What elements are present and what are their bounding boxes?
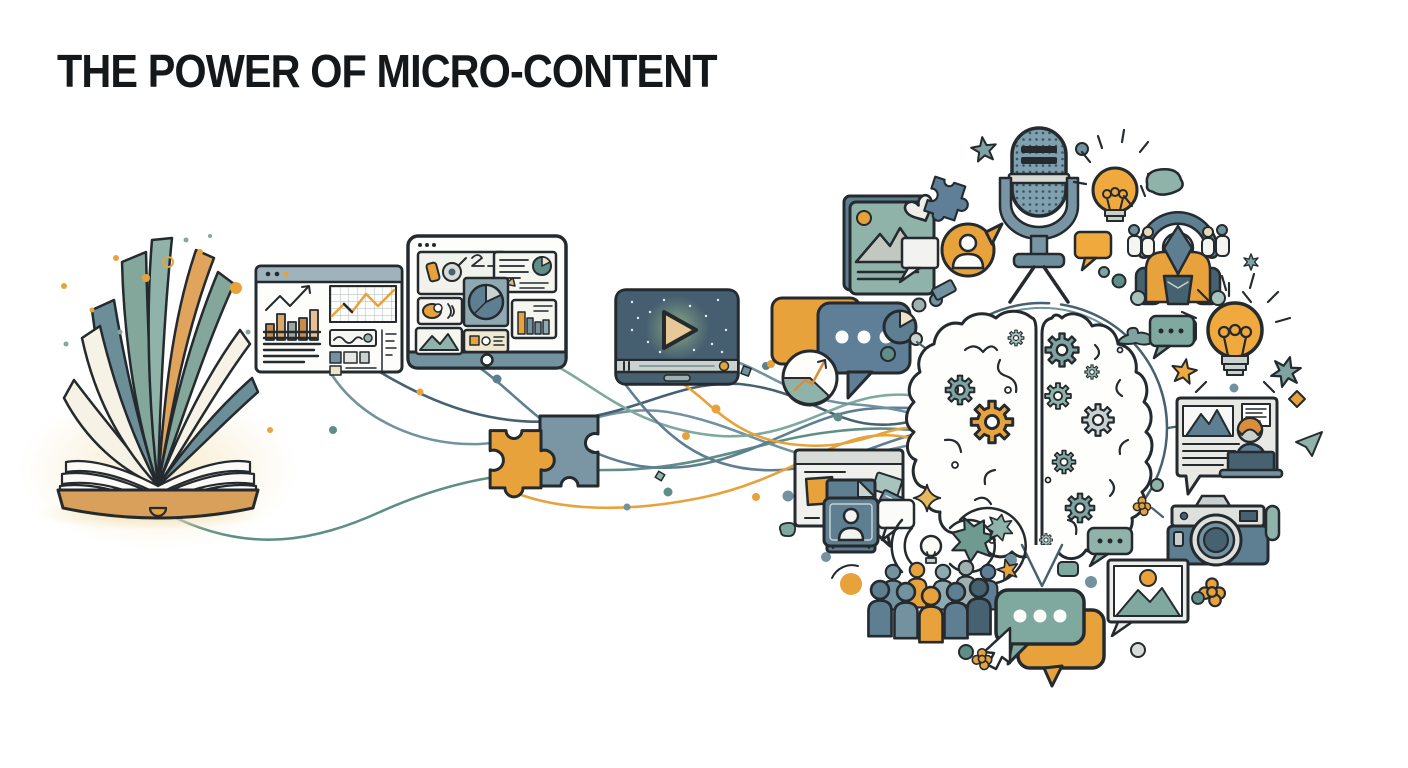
puzzle-pieces-icon bbox=[488, 414, 600, 499]
dot bbox=[1191, 591, 1205, 605]
mountains-icon bbox=[1115, 587, 1181, 617]
star-icon bbox=[1268, 352, 1304, 392]
side-people bbox=[1127, 224, 1230, 257]
speech-bubble-teal-icon bbox=[1086, 526, 1134, 568]
camera-icon bbox=[1132, 478, 1281, 567]
signal-chart-icon bbox=[781, 349, 839, 407]
article-card-icon bbox=[1175, 396, 1323, 496]
gear-icon bbox=[969, 399, 1015, 445]
dot bbox=[1085, 576, 1097, 588]
analytics-browser-icon bbox=[254, 264, 404, 376]
dashboard-tablet-icon bbox=[406, 234, 568, 370]
star-icon bbox=[968, 134, 999, 164]
open-book-icon bbox=[18, 234, 298, 550]
pie-chart-icon bbox=[880, 293, 943, 362]
note-bubble-icon bbox=[900, 236, 940, 270]
sparkle-icon bbox=[1243, 253, 1259, 271]
dot bbox=[1229, 383, 1239, 393]
brain-icon bbox=[905, 301, 1182, 588]
play-icon bbox=[662, 310, 698, 350]
video-player-icon bbox=[614, 288, 740, 386]
microphone-icon bbox=[998, 126, 1127, 304]
window-buttons-icon bbox=[265, 271, 289, 277]
sun-icon bbox=[856, 210, 872, 226]
rays bbox=[1180, 272, 1292, 394]
blob-shape bbox=[1145, 167, 1184, 196]
sun-icon bbox=[1139, 569, 1157, 587]
speech-bubble-teal-icon bbox=[1148, 314, 1197, 360]
lightbulb-icon-large bbox=[1180, 272, 1292, 394]
star-icon bbox=[1168, 356, 1200, 386]
bird-icon bbox=[1117, 326, 1157, 346]
speech-bubble-orange-icon bbox=[1073, 230, 1113, 272]
mountains-icon bbox=[1185, 409, 1232, 437]
engagement-bubbles-icon bbox=[958, 561, 1146, 688]
community-icon bbox=[1122, 184, 1253, 306]
line-chart-icon bbox=[329, 285, 397, 323]
home-button-icon bbox=[480, 353, 494, 367]
shape-bits bbox=[911, 279, 957, 313]
diamond-icon bbox=[1288, 390, 1306, 408]
flow-lines bbox=[166, 360, 920, 541]
author-at-laptop-icon bbox=[1218, 416, 1284, 479]
photo-frame-icon bbox=[1106, 558, 1190, 638]
paper-plane-icon bbox=[1295, 431, 1323, 457]
page-title: THE POWER OF MICRO-CONTENT bbox=[57, 45, 718, 97]
photo-card-icon bbox=[842, 194, 940, 296]
profile-bubble-icon bbox=[940, 222, 1004, 278]
